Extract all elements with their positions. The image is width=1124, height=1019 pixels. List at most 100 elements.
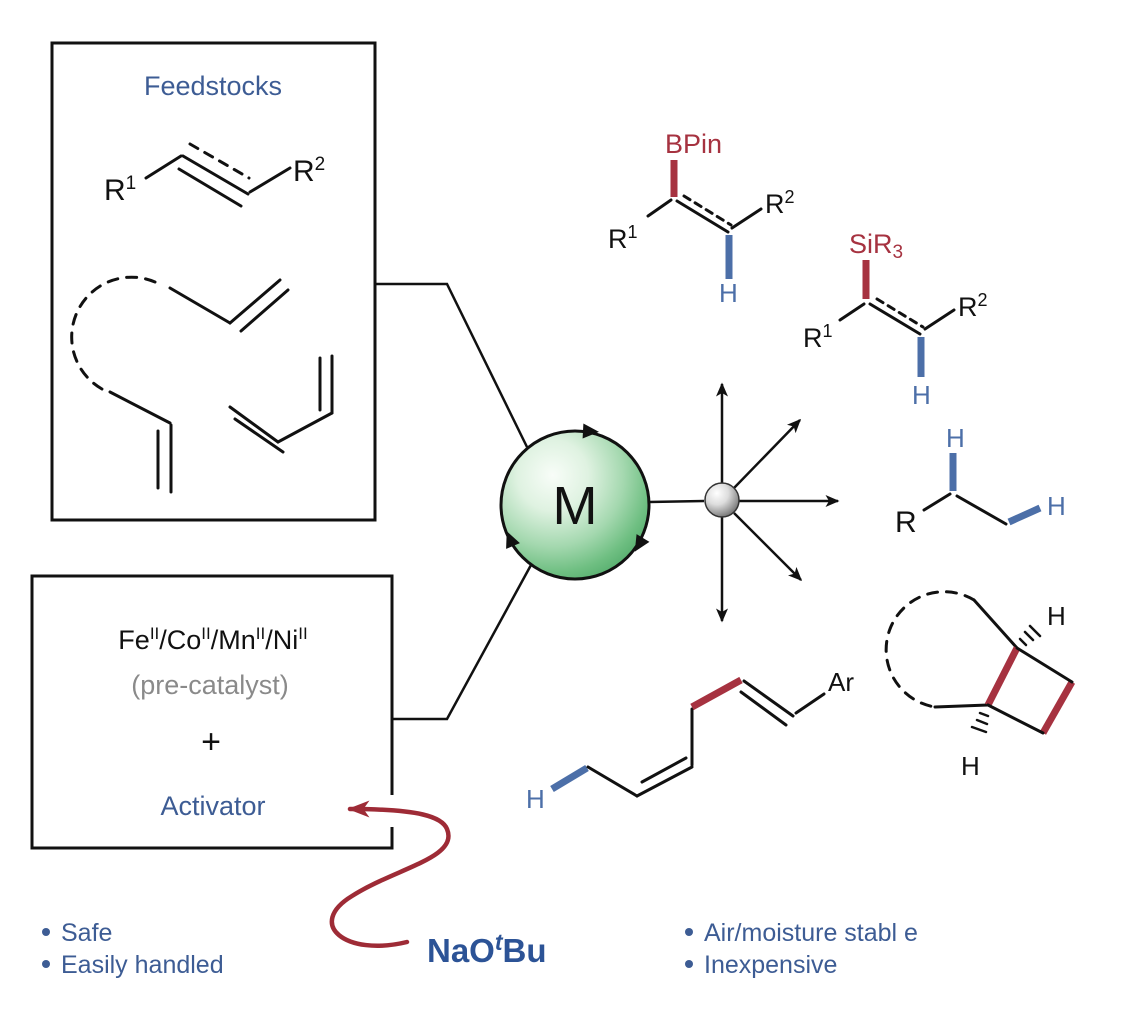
bond-line <box>972 598 1019 650</box>
r1-label: R1 <box>104 173 136 207</box>
red-fusion-bond <box>984 646 1021 707</box>
catalyst-sphere: M <box>499 423 651 581</box>
bullet-item: Safe <box>61 919 112 947</box>
feedstocks-box: Feedstocks R1 R2 <box>50 41 377 522</box>
bond-line <box>168 286 232 325</box>
double-bond-line <box>233 417 285 454</box>
bullet-list-right: Air/moisture stabl e Inexpensive <box>685 919 918 979</box>
bond-line <box>838 302 866 322</box>
hash-wedge-line <box>975 718 989 726</box>
h-label: H <box>946 423 965 453</box>
precatalyst-connector-line <box>392 564 533 721</box>
bpin-label: BPin <box>665 129 722 159</box>
bond-line <box>923 308 956 331</box>
hash-wedge-line <box>1023 630 1035 642</box>
feedstocks-box-border <box>50 41 377 522</box>
red-bond <box>690 676 743 711</box>
bond-line <box>730 207 763 230</box>
bullet-item: Inexpensive <box>704 951 837 979</box>
dashed-tether-arc <box>70 275 157 394</box>
r-label: R <box>895 506 917 539</box>
double-bond-line <box>640 756 688 784</box>
r1-label: R1 <box>803 321 833 353</box>
r2-label: R2 <box>958 290 988 322</box>
bullet-list-left: Safe Easily handled <box>42 919 224 979</box>
bond-line <box>108 390 172 425</box>
r2-label: R2 <box>765 187 795 219</box>
bond-line <box>276 411 334 444</box>
r2-label: R2 <box>293 154 325 188</box>
double-bond-line <box>675 199 730 234</box>
bond-line <box>922 492 952 512</box>
double-bond-line <box>181 154 250 196</box>
alkane-product: H R H <box>895 423 1066 539</box>
bond-line <box>986 703 1045 735</box>
h-label: H <box>719 278 738 308</box>
skipped-diene-product: H Ar <box>526 667 854 814</box>
connectors <box>375 282 705 721</box>
cycle-arrowhead-icon <box>634 534 650 552</box>
blue-bond <box>1007 504 1042 526</box>
naotbu-label: NaOtBu <box>427 929 547 969</box>
product-hub <box>704 382 840 623</box>
feedstocks-title: Feedstocks <box>144 71 282 101</box>
dashed-bond-line <box>875 297 925 329</box>
hash-wedge-line <box>970 725 988 734</box>
bond-line <box>933 703 990 709</box>
bullet-item: Air/moisture stabl e <box>704 919 918 947</box>
h-label: H <box>1047 491 1066 521</box>
bullet-dot <box>685 928 693 936</box>
bond-line <box>1015 646 1074 684</box>
hub-arrow-downright <box>733 512 803 582</box>
dashed-ring-arc <box>884 590 976 709</box>
vinyl-boronate-product: BPin R1 H R2 <box>608 129 795 308</box>
bond-line <box>955 494 1008 526</box>
double-bond-line <box>868 302 922 336</box>
hash-wedge-line <box>978 711 990 718</box>
bullet-dot <box>42 960 50 968</box>
double-bond-line <box>742 679 795 718</box>
cyclobutane-product: H H <box>884 590 1076 781</box>
double-bond-line <box>739 690 788 727</box>
bond-line <box>144 154 183 180</box>
hash-wedge-line <box>1028 624 1042 638</box>
red-bond <box>1039 680 1076 735</box>
double-bond-line <box>228 405 280 444</box>
hub-sphere <box>704 482 740 518</box>
bullet-item: Easily handled <box>61 951 224 979</box>
feedstocks-connector-line <box>375 282 529 448</box>
bond-line <box>248 166 292 194</box>
h-stereo-label: H <box>1047 601 1066 631</box>
double-bond-line <box>239 288 290 333</box>
precatalyst-box-border <box>30 574 394 850</box>
precatalyst-box: FeII/CoII/MnII/NiII (pre-catalyst) + Act… <box>30 574 400 850</box>
dashed-bond-line <box>188 142 251 180</box>
plus-sign: + <box>201 723 221 761</box>
bond-line <box>646 198 673 218</box>
bullet-dot <box>42 928 50 936</box>
tethered-diene-structure <box>70 275 290 494</box>
double-bond-line <box>177 167 243 208</box>
bond-line <box>794 692 826 715</box>
h-stereo-label: H <box>961 751 980 781</box>
cycle-arrowhead-icon <box>582 423 599 439</box>
metal-salts-label: FeII/CoII/MnII/NiII <box>118 624 307 655</box>
activator-label: Activator <box>160 791 265 821</box>
bond-line <box>586 765 639 798</box>
cycle-arrowhead-icon <box>506 531 520 549</box>
metal-sphere <box>499 429 651 581</box>
alkene-alkyne-structure: R1 R2 <box>104 142 325 208</box>
activator-callout: NaOtBu <box>329 800 547 969</box>
sir3-label: SiR3 <box>849 229 903 263</box>
blue-bond <box>550 764 589 793</box>
butadiene-structure <box>228 354 334 454</box>
r1-label: R1 <box>608 222 638 254</box>
hash-wedge-line <box>1018 637 1028 647</box>
hub-arrow-upright <box>733 418 802 489</box>
sphere-hub-line <box>648 499 705 504</box>
dashed-bond-line <box>682 194 733 227</box>
h-label: H <box>526 784 545 814</box>
double-bond-line <box>228 278 282 325</box>
